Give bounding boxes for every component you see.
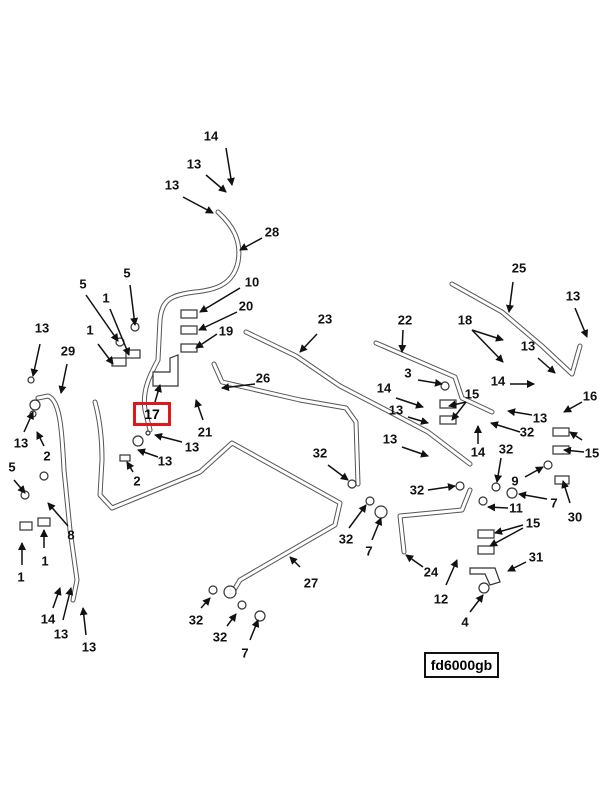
callout-13: 13 — [565, 288, 581, 304]
callout-13: 13 — [81, 639, 97, 655]
leader-arrows — [13, 147, 589, 641]
hardware — [19, 309, 570, 622]
callout-16: 16 — [582, 388, 598, 404]
callout-7: 7 — [241, 645, 249, 661]
callout-28: 28 — [264, 224, 280, 240]
callout-11: 11 — [509, 500, 523, 516]
callout-13: 13 — [34, 320, 50, 336]
tube-25 — [449, 281, 583, 377]
callout-9: 9 — [511, 473, 519, 489]
callout-1: 1 — [17, 569, 25, 585]
callout-1: 1 — [102, 290, 110, 306]
callout-13: 13 — [157, 453, 173, 469]
callout-13: 13 — [164, 177, 180, 193]
callout-13: 13 — [520, 338, 536, 354]
callout-27: 27 — [303, 575, 319, 591]
callout-4: 4 — [461, 614, 469, 630]
callout-13: 13 — [532, 410, 548, 426]
callout-32: 32 — [312, 445, 328, 461]
callout-13: 13 — [186, 156, 202, 172]
callout-32: 32 — [409, 482, 425, 498]
callout-3: 3 — [404, 365, 412, 381]
callout-15: 15 — [584, 445, 600, 461]
callout-5: 5 — [123, 265, 131, 281]
tubes — [35, 209, 583, 603]
callout-30: 30 — [567, 509, 583, 525]
callout-2: 2 — [133, 473, 141, 489]
callout-25: 25 — [511, 260, 527, 276]
callout-23: 23 — [317, 311, 333, 327]
callout-10: 10 — [244, 274, 260, 290]
callout-26: 26 — [255, 370, 271, 386]
callout-32: 32 — [188, 612, 204, 628]
callout-7: 7 — [365, 543, 373, 559]
callout-1: 1 — [86, 322, 94, 338]
tube-24 — [397, 487, 473, 555]
callout-15: 15 — [525, 515, 541, 531]
callout-13: 13 — [53, 626, 69, 642]
callout-14: 14 — [203, 128, 219, 144]
drawing-code-box: fd6000gb — [424, 652, 499, 678]
callout-8: 8 — [67, 527, 75, 543]
callout-20: 20 — [238, 298, 254, 314]
callout-13: 13 — [13, 435, 29, 451]
callout-32: 32 — [212, 629, 228, 645]
callout-22: 22 — [397, 312, 413, 328]
callout-14: 14 — [376, 380, 392, 396]
callout-14: 14 — [40, 611, 56, 627]
callout-32: 32 — [338, 531, 354, 547]
highlighted-callout-17[interactable]: 17 — [133, 402, 171, 426]
tube-27 — [92, 399, 343, 593]
callout-15: 15 — [464, 386, 480, 402]
callout-12: 12 — [433, 591, 449, 607]
callout-14: 14 — [490, 373, 506, 389]
callout-19: 19 — [218, 323, 234, 339]
callout-13: 13 — [382, 431, 398, 447]
callout-29: 29 — [60, 343, 76, 359]
callout-1: 1 — [41, 553, 49, 569]
tube-29 — [35, 393, 80, 603]
callout-13: 13 — [388, 402, 404, 418]
callout-18: 18 — [457, 312, 473, 328]
callout-13: 13 — [184, 439, 200, 455]
callout-31: 31 — [528, 549, 544, 565]
callout-5: 5 — [8, 459, 16, 475]
callout-21: 21 — [197, 424, 213, 440]
callout-14: 14 — [470, 444, 486, 460]
callout-5: 5 — [79, 276, 87, 292]
callout-32: 32 — [519, 424, 535, 440]
callout-7: 7 — [550, 495, 558, 511]
callout-32: 32 — [498, 441, 514, 457]
callout-2: 2 — [43, 448, 51, 464]
callout-24: 24 — [423, 564, 439, 580]
